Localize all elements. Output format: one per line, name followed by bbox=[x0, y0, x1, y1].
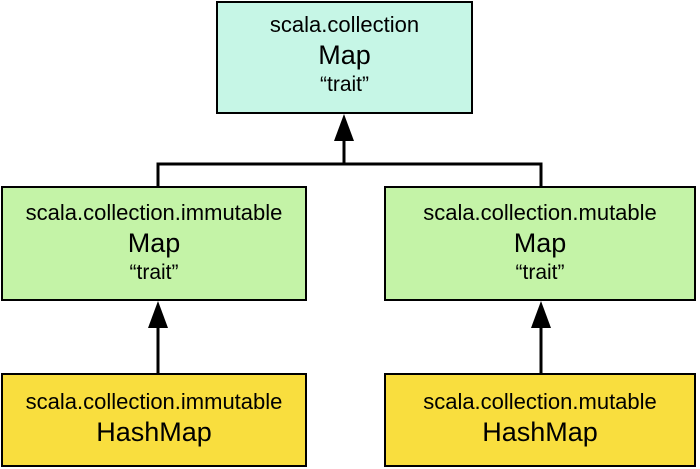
node-mutable-map: scala.collection.mutable Map “trait” bbox=[384, 186, 696, 301]
arrowhead-to-immutable-map bbox=[148, 301, 168, 328]
node-name: HashMap bbox=[96, 417, 212, 447]
arrowhead-to-root bbox=[334, 114, 354, 141]
node-mutable-hashmap: scala.collection.mutable HashMap bbox=[384, 373, 696, 467]
node-scala-collection-map: scala.collection Map “trait” bbox=[216, 1, 473, 114]
node-package: scala.collection.immutable bbox=[25, 389, 283, 414]
node-immutable-hashmap: scala.collection.immutable HashMap bbox=[1, 373, 307, 467]
arrowhead-to-mutable-map bbox=[531, 301, 551, 328]
node-name: Map bbox=[127, 228, 181, 258]
node-name: Map bbox=[318, 40, 371, 70]
node-package: scala.collection.mutable bbox=[423, 200, 657, 225]
node-package: scala.collection.mutable bbox=[423, 389, 657, 414]
node-name: Map bbox=[513, 228, 567, 258]
node-immutable-map: scala.collection.immutable Map “trait” bbox=[1, 186, 307, 301]
node-name: HashMap bbox=[482, 417, 598, 447]
node-package: scala.collection bbox=[269, 12, 420, 37]
node-kind: “trait” bbox=[320, 73, 369, 96]
connector-traits-to-root bbox=[156, 162, 543, 186]
node-package: scala.collection.immutable bbox=[25, 200, 283, 225]
node-kind: “trait” bbox=[129, 261, 179, 284]
node-kind: “trait” bbox=[515, 261, 565, 284]
